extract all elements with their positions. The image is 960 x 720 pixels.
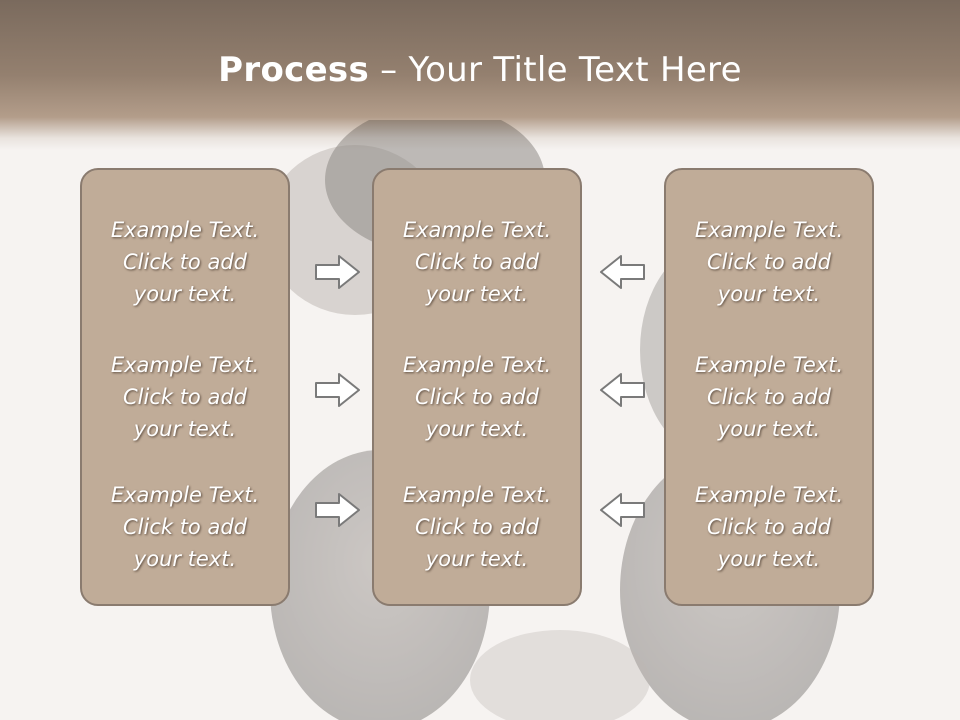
text-placeholder[interactable]: Example Text. Click to add your text. — [374, 349, 580, 445]
text-line: Click to add — [706, 515, 831, 539]
text-line: your text. — [133, 417, 237, 441]
text-line: your text. — [425, 282, 529, 306]
text-placeholder[interactable]: Example Text. Click to add your text. — [666, 214, 872, 310]
text-placeholder[interactable]: Example Text. Click to add your text. — [82, 214, 288, 310]
text-line: Click to add — [414, 250, 539, 274]
text-line: your text. — [717, 282, 821, 306]
text-placeholder[interactable]: Example Text. Click to add your text. — [82, 479, 288, 575]
slide-title[interactable]: Process – Your Title Text Here — [0, 50, 960, 90]
panel-middle[interactable]: Example Text. Click to add your text. Ex… — [372, 168, 582, 606]
arrow-left-icon[interactable] — [597, 490, 647, 530]
text-line: your text. — [425, 547, 529, 571]
text-line: your text. — [717, 417, 821, 441]
arrow-right-icon[interactable] — [313, 490, 363, 530]
arrow-left-icon[interactable] — [597, 370, 647, 410]
panel-left[interactable]: Example Text. Click to add your text. Ex… — [80, 168, 290, 606]
text-line: Click to add — [122, 250, 247, 274]
title-rest: – Your Title Text Here — [369, 50, 742, 90]
text-line: your text. — [425, 417, 529, 441]
text-line: your text. — [133, 282, 237, 306]
arrow-left-icon[interactable] — [597, 252, 647, 292]
text-line: your text. — [717, 547, 821, 571]
text-line: Example Text. — [694, 218, 844, 242]
text-line: Click to add — [706, 250, 831, 274]
text-line: Click to add — [122, 515, 247, 539]
text-placeholder[interactable]: Example Text. Click to add your text. — [666, 349, 872, 445]
title-bold: Process — [218, 50, 370, 90]
text-placeholder[interactable]: Example Text. Click to add your text. — [666, 479, 872, 575]
arrow-right-icon[interactable] — [313, 370, 363, 410]
text-line: Example Text. — [694, 353, 844, 377]
panel-right[interactable]: Example Text. Click to add your text. Ex… — [664, 168, 874, 606]
text-line: Example Text. — [110, 218, 260, 242]
text-line: Example Text. — [402, 483, 552, 507]
text-placeholder[interactable]: Example Text. Click to add your text. — [82, 349, 288, 445]
arrow-right-icon[interactable] — [313, 252, 363, 292]
text-placeholder[interactable]: Example Text. Click to add your text. — [374, 479, 580, 575]
text-line: Click to add — [414, 385, 539, 409]
text-line: Example Text. — [402, 353, 552, 377]
header-band — [0, 0, 960, 150]
text-line: Example Text. — [694, 483, 844, 507]
text-line: Example Text. — [110, 353, 260, 377]
text-line: your text. — [133, 547, 237, 571]
text-line: Example Text. — [402, 218, 552, 242]
text-line: Click to add — [122, 385, 247, 409]
text-placeholder[interactable]: Example Text. Click to add your text. — [374, 214, 580, 310]
text-line: Example Text. — [110, 483, 260, 507]
text-line: Click to add — [414, 515, 539, 539]
text-line: Click to add — [706, 385, 831, 409]
